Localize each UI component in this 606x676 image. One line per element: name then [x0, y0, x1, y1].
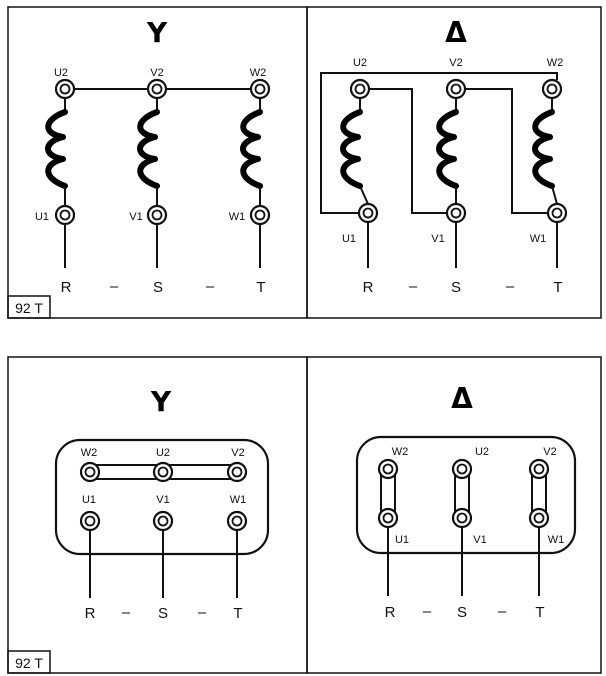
terminal-label-bottom-2: V1	[129, 211, 142, 223]
terminal-label-bottom-3: W1	[229, 211, 246, 223]
terminal-v2	[146, 78, 168, 100]
terminal-label-bottom-3: W1	[548, 534, 565, 546]
terminal-v1	[152, 510, 174, 532]
terminal-label-top-2: U2	[156, 447, 170, 459]
terminal-label-top-3: W2	[250, 67, 267, 79]
terminal-label-top-2: U2	[475, 446, 489, 458]
line-label-t: T	[233, 605, 242, 622]
coil-w	[535, 78, 568, 268]
panel-frame	[306, 6, 602, 319]
coil-v	[140, 78, 168, 268]
terminal-label-bottom-2: V1	[431, 233, 444, 245]
separator: –	[206, 278, 215, 295]
separator: –	[506, 278, 515, 295]
coil-icon	[535, 112, 552, 186]
terminal-label-top-2: V2	[449, 57, 462, 69]
terminal-v1	[146, 204, 168, 226]
separator: –	[110, 278, 119, 295]
coil-icon	[439, 112, 456, 186]
star-symbol: Y	[150, 385, 172, 418]
terminal-u1	[377, 507, 399, 529]
line-label-s: S	[158, 605, 168, 622]
terminal-box-outline	[355, 435, 577, 555]
terminal-label-bottom-2: V1	[473, 534, 486, 546]
terminal-w1	[528, 507, 550, 529]
coil-v	[439, 78, 467, 268]
panel-top-left-star-schematic: Y U2 V2 W2 U1 V1	[7, 6, 308, 319]
panel-bottom-left-star-terminal-box: Y W2 U2 V2 U1 V1 W1 R – S – T 92 T	[7, 356, 308, 674]
delta-symbol: Δ	[445, 16, 467, 49]
line-label-s: S	[457, 604, 467, 621]
terminal-v1	[451, 507, 473, 529]
terminal-label-bottom-3: W1	[530, 233, 547, 245]
terminal-u1	[54, 204, 76, 226]
star-symbol: Y	[146, 16, 168, 49]
line-label-s: S	[451, 279, 461, 296]
coil-u	[48, 78, 76, 268]
separator: –	[198, 604, 207, 621]
terminal-w2	[249, 78, 271, 100]
line-label-t: T	[256, 279, 265, 296]
panel-frame	[306, 356, 602, 674]
terminal-w1	[546, 202, 568, 224]
coil-icon	[140, 112, 157, 186]
terminal-label-top-3: W2	[547, 57, 564, 69]
terminal-w1	[226, 510, 248, 532]
terminal-label-top-3: V2	[231, 447, 244, 459]
terminal-v2	[445, 78, 467, 100]
terminal-label-bottom-1: U1	[342, 233, 356, 245]
terminal-w2	[377, 458, 399, 480]
terminal-label-top-1: W2	[392, 446, 409, 458]
terminal-label-bottom-3: W1	[230, 494, 247, 506]
figure-tag: 92 T	[15, 655, 43, 671]
line-label-t: T	[535, 604, 544, 621]
separator: –	[409, 278, 418, 295]
coil-icon	[343, 112, 360, 186]
terminal-w2	[541, 78, 563, 100]
line-label-t: T	[553, 279, 562, 296]
terminal-v2	[226, 461, 248, 483]
panel-bottom-right-delta-terminal-box: Δ W2 U2 V2 U1 V1 W1 R – S – T	[306, 356, 602, 674]
delta-link-v2-w1	[456, 88, 557, 214]
terminal-u2	[451, 458, 473, 480]
terminal-w1	[249, 204, 271, 226]
terminal-label-bottom-1: U1	[395, 534, 409, 546]
delta-link-u1-w2	[320, 72, 558, 214]
terminal-u1	[357, 202, 379, 224]
tag-box	[7, 295, 51, 319]
terminal-u1	[79, 510, 101, 532]
separator: –	[423, 603, 432, 620]
figure-tag: 92 T	[15, 300, 43, 316]
terminal-label-bottom-1: U1	[82, 494, 96, 506]
terminal-label-top-3: V2	[543, 446, 556, 458]
terminal-label-top-1: W2	[81, 447, 98, 459]
terminal-label-bottom-1: U1	[35, 211, 49, 223]
terminal-v1	[445, 202, 467, 224]
line-label-s: S	[153, 279, 163, 296]
terminal-u2	[349, 78, 371, 100]
line-label-r: R	[85, 605, 96, 622]
terminal-u2	[54, 78, 76, 100]
coil-icon	[243, 112, 260, 186]
line-label-r: R	[61, 279, 72, 296]
terminal-label-top-1: U2	[353, 57, 367, 69]
coil-icon	[48, 112, 65, 186]
terminal-v2	[528, 458, 550, 480]
line-label-r: R	[363, 279, 374, 296]
coil-w	[243, 78, 271, 268]
terminal-u2	[152, 461, 174, 483]
coil-u	[343, 78, 379, 268]
separator: –	[498, 603, 507, 620]
panel-top-right-delta-schematic: Δ U2 V2 W	[306, 6, 602, 319]
terminal-label-top-1: U2	[54, 67, 68, 79]
line-label-r: R	[385, 604, 396, 621]
delta-symbol: Δ	[451, 382, 473, 415]
delta-link-u2-v1	[368, 88, 456, 214]
terminal-label-bottom-2: V1	[156, 494, 169, 506]
terminal-w2	[79, 461, 101, 483]
terminal-label-top-2: V2	[150, 67, 163, 79]
tag-box	[7, 650, 51, 674]
separator: –	[122, 604, 131, 621]
